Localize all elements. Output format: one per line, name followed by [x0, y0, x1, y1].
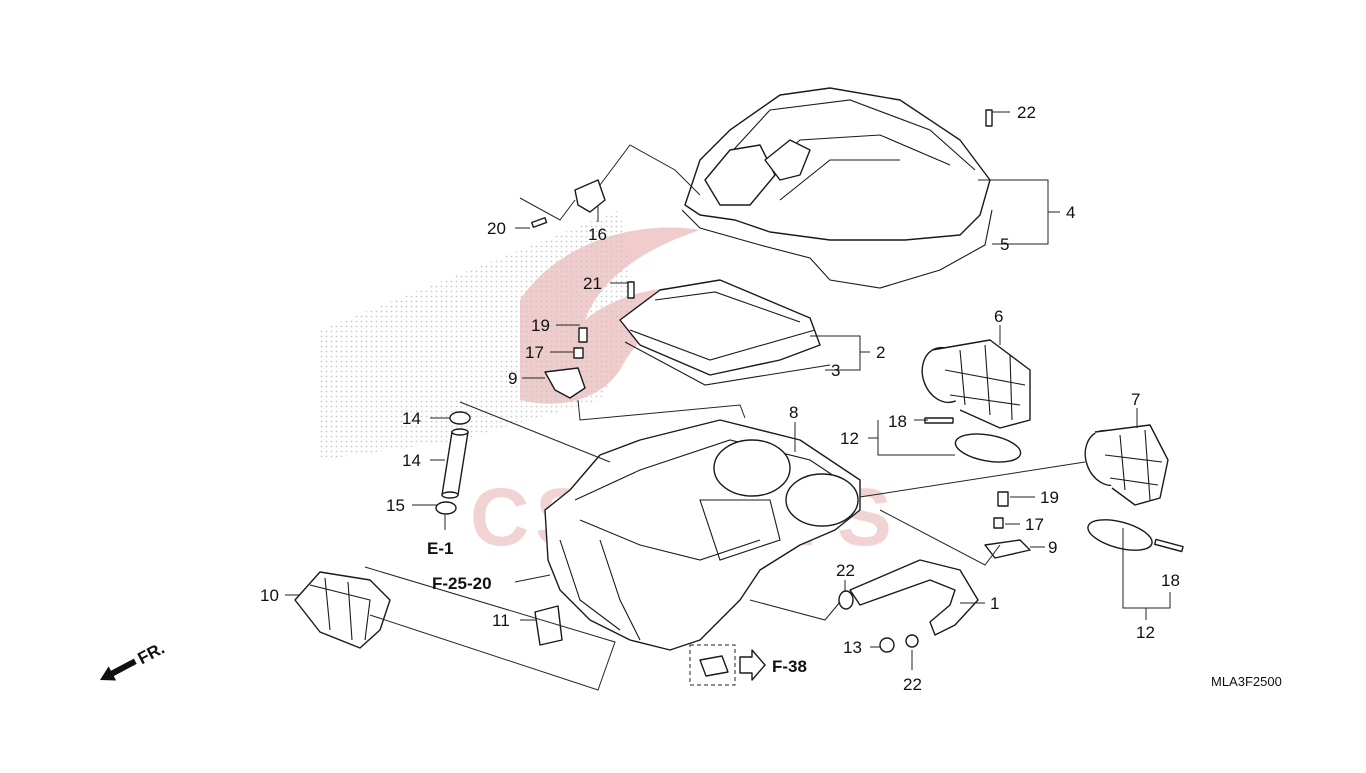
callout-3: 3 [831, 361, 840, 380]
callout-22-upper: 22 [836, 561, 855, 580]
callout-1: 1 [990, 594, 999, 613]
front-arrow-icon [100, 658, 137, 681]
clip-14-upper [449, 411, 471, 425]
callouts: 22 4 5 20 16 21 19 17 9 2 3 6 7 8 18 12 … [260, 103, 1180, 694]
collar-17-right [993, 517, 1004, 529]
callout-20-mid: 21 [583, 274, 602, 293]
callout-9-right: 9 [1048, 538, 1057, 557]
callout-2: 2 [876, 343, 885, 362]
bolt-19-right [997, 491, 1009, 507]
callout-16: 16 [588, 225, 607, 244]
ref-f25: F-25-20 [432, 574, 492, 593]
callout-19-right: 19 [1040, 488, 1059, 507]
clamp-in-box [699, 655, 729, 677]
ref-f38: F-38 [772, 657, 807, 676]
callout-12-upper: 12 [840, 429, 859, 448]
clip-14-lower [435, 501, 457, 515]
air-cleaner-case [544, 419, 861, 651]
ref-e1: E-1 [427, 539, 453, 558]
clip-22-lower [905, 634, 919, 648]
funnel-7 [1084, 424, 1169, 506]
callout-8: 8 [789, 403, 798, 422]
callout-17-right: 17 [1025, 515, 1044, 534]
callout-13: 14 [402, 451, 421, 470]
callout-20-top: 22 [1017, 103, 1036, 122]
callout-7: 7 [1131, 390, 1140, 409]
callout-18-upper: 18 [888, 412, 907, 431]
bolt-19-upper [578, 327, 588, 343]
callout-15: 13 [843, 638, 862, 657]
callout-17-upper: 17 [525, 343, 544, 362]
callout-9-upper: 9 [508, 369, 517, 388]
f38-dashed-box [689, 644, 736, 686]
f38-arrow [739, 649, 766, 681]
screw-18-lower [1154, 538, 1184, 553]
band-12-upper [954, 433, 1022, 463]
callout-18-lower: 18 [1161, 571, 1180, 590]
screw-21 [531, 217, 548, 228]
callout-14-lower: 15 [386, 496, 405, 515]
cross-references: E-1 F-25-20 F-38 FR. [100, 539, 807, 681]
callout-6: 6 [994, 307, 1003, 326]
nut-15 [879, 637, 895, 653]
diagram-code: MLA3F2500 [1211, 674, 1282, 689]
joint-9-upper [544, 367, 586, 399]
leader-lines [285, 111, 1171, 691]
collar-17-upper [573, 347, 584, 359]
background-pattern [320, 210, 640, 460]
band-12-lower [1087, 519, 1153, 551]
screw-18-upper [924, 417, 954, 424]
callout-19-upper: 19 [531, 316, 550, 335]
hose-1 [849, 559, 979, 636]
callout-10: 10 [260, 586, 279, 605]
callout-14-upper: 14 [402, 409, 421, 428]
screw-20-top [985, 109, 993, 127]
callout-4: 4 [1066, 203, 1075, 222]
callout-5: 5 [1000, 235, 1009, 254]
callout-22-lower: 22 [903, 675, 922, 694]
clip-22-upper [838, 590, 854, 610]
joint-9-right [984, 539, 1031, 559]
callout-12-lower: 12 [1136, 623, 1155, 642]
air-cleaner-cover [681, 87, 993, 289]
front-indicator: FR. [100, 639, 168, 681]
funnel-10 [294, 571, 391, 649]
front-label: FR. [135, 639, 168, 669]
callout-11: 11 [492, 611, 510, 630]
screw-20-mid [627, 281, 635, 299]
grommet-11 [534, 605, 563, 646]
funnel-6 [921, 339, 1031, 429]
callout-21: 20 [487, 219, 506, 238]
air-filter-element [619, 279, 831, 386]
